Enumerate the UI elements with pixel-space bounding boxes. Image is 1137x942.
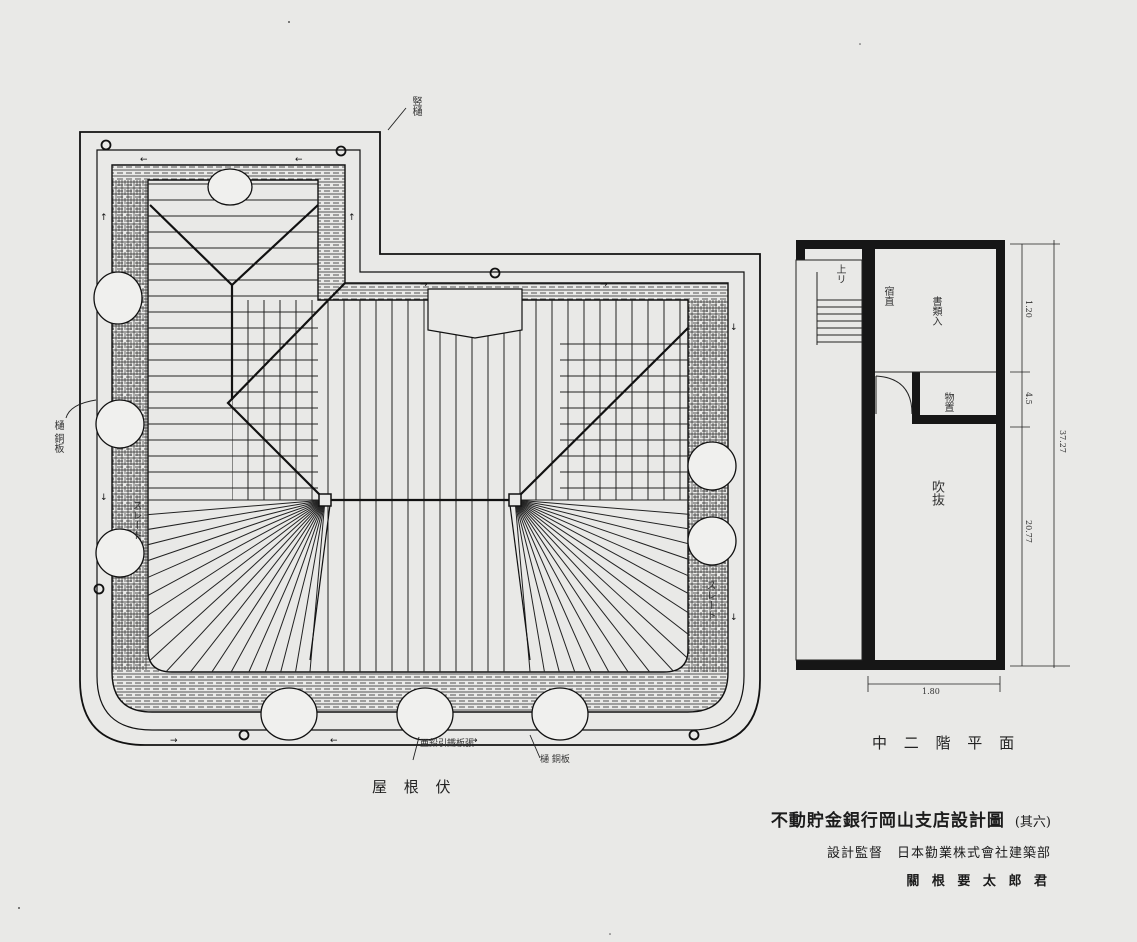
rafter-line (148, 499, 326, 605)
label-slate-left: スレート (130, 500, 141, 540)
rafter-line (514, 499, 560, 672)
mezzanine-walls (796, 240, 1005, 670)
label-store: 物置 (942, 392, 953, 412)
svg-text:↑: ↑ (100, 213, 108, 223)
label-void: 吹抜 (929, 480, 944, 506)
rafter-line (514, 499, 640, 672)
roof-center-strip (325, 500, 515, 672)
rafter-line (514, 499, 688, 672)
rafter-line (514, 499, 688, 544)
ridge-knot-right (508, 493, 522, 507)
rafter-line (514, 499, 601, 672)
rafter-line (148, 499, 326, 544)
author-credit: 關 根 要 太 郎 君 (906, 874, 1051, 889)
rafter-line (514, 499, 659, 672)
void-outline (795, 259, 863, 661)
svg-text:↓: ↓ (730, 323, 738, 333)
gutter-flow-arrows: ← ← → → → ← → ↑ ↓ ↓ ↓ ↑ (100, 155, 738, 746)
dormer (427, 288, 523, 339)
dim-bottom: 1.80 (922, 687, 940, 696)
rafter-line (514, 499, 688, 565)
mezzanine-caption: 中 二 階 平 面 (872, 734, 1021, 752)
rafter-line (148, 499, 326, 672)
svg-text:↓: ↓ (730, 613, 738, 623)
label-downpipe: 竪樋 (410, 96, 421, 116)
rafter-line (148, 499, 326, 624)
rafter-line (148, 499, 326, 672)
dim-lower: 20.77 (1024, 520, 1033, 543)
label-zinc-sheet: 亜鉛引鐵板張 (420, 739, 475, 749)
rafter-line (148, 499, 326, 565)
svg-text:←: ← (295, 155, 303, 165)
svg-text:→: → (420, 280, 428, 290)
rafter-line (219, 499, 326, 672)
door-swing (875, 375, 913, 415)
annotation-leaders (65, 107, 541, 761)
label-room-duty: 宿直 (882, 286, 893, 306)
rafter-line (148, 499, 326, 643)
dim-middle: 4.5 (1024, 392, 1033, 405)
label-gutter-copper: 樋 銅板 (52, 420, 63, 454)
rafter-line (514, 499, 676, 672)
supervision-credit: 設計監督 日本勸業株式會社建築部 (826, 846, 1051, 861)
rafter-line (514, 499, 688, 672)
label-gutter-copper-bottom: 樋 銅板 (540, 755, 570, 765)
svg-text:←: ← (140, 155, 148, 165)
rafter-line (514, 499, 581, 672)
svg-text:←: ← (330, 736, 338, 746)
rafter-line (259, 499, 326, 672)
label-slate-right: スレート (704, 580, 715, 620)
rafter-line (514, 499, 688, 643)
svg-text:→: → (170, 736, 178, 746)
rafter-line (514, 499, 688, 585)
rafter-line (514, 499, 688, 660)
rafter-line (148, 499, 326, 660)
stair (816, 272, 862, 345)
dim-total: 37.27 (1058, 430, 1067, 453)
rafter-line (514, 499, 621, 672)
drawing-part: (其六) (1014, 815, 1051, 830)
ridge-knot-left (318, 493, 332, 507)
rafter-line (514, 499, 688, 522)
svg-text:→: → (600, 280, 608, 290)
downpipe-markers (93, 139, 700, 741)
roof-plan-caption: 屋 根 伏 (372, 778, 457, 796)
rafter-line (148, 499, 326, 522)
label-stair-up: 上リ (834, 264, 845, 284)
roof-vents (93, 168, 737, 741)
roof-plan: ← ← → → → ← → ↑ ↓ ↓ ↓ ↑ (65, 107, 761, 761)
rafter-line (200, 499, 326, 672)
dimension-lines (867, 240, 1070, 692)
svg-text:↓: ↓ (100, 493, 108, 503)
rafter-line (280, 499, 326, 672)
dim-upper: 1.20 (1024, 300, 1033, 318)
rafter-line (514, 499, 688, 605)
rafter-line (239, 499, 326, 672)
roof-hips (149, 204, 689, 661)
rafter-line (164, 499, 326, 672)
svg-text:→: → (470, 736, 478, 746)
rafter-line (514, 499, 688, 624)
mezzanine-plan (795, 240, 1070, 692)
drawing-title: 不動貯金銀行岡山支店設計圖 (770, 811, 1005, 831)
label-room-docs: 書類入 (930, 296, 941, 326)
rafter-line (148, 499, 326, 585)
title-block: 不動貯金銀行岡山支店設計圖 (其六) 設計監督 日本勸業株式會社建築部 關 根 要… (771, 806, 1051, 889)
rafter-line (181, 499, 326, 672)
svg-text:↑: ↑ (348, 213, 356, 223)
roof-outer-outline (79, 131, 761, 746)
